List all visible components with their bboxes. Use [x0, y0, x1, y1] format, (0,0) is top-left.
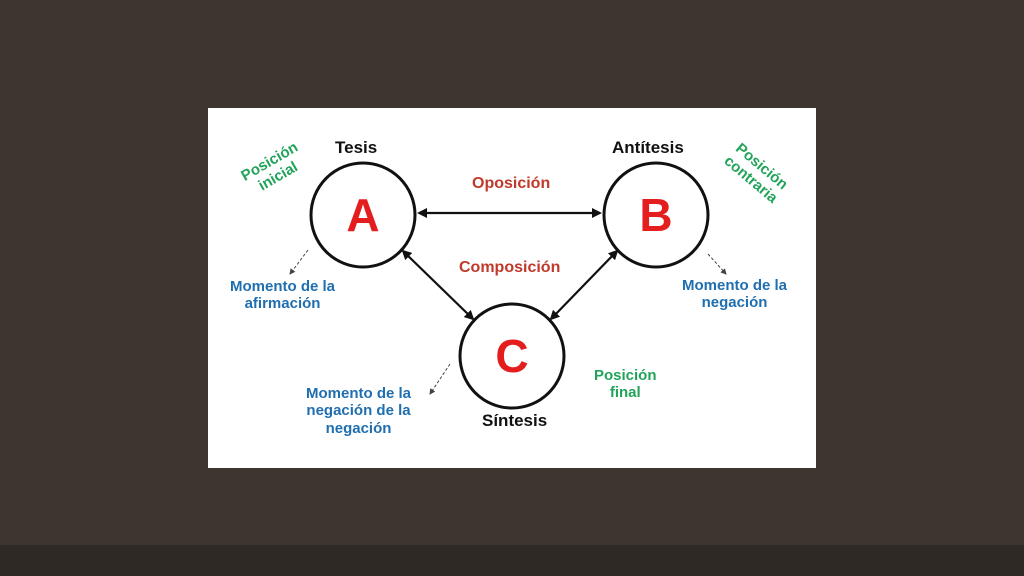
node-c-letter: C: [495, 330, 529, 382]
node-a-circle: [309, 161, 417, 269]
node-b-letter: B: [639, 189, 673, 241]
tesis-label: Tesis: [335, 138, 378, 157]
antitesis-label: Antítesis: [612, 138, 684, 157]
opposition-label: Oposición: [472, 175, 551, 192]
pointer-a: [289, 249, 309, 275]
node-a-letter: A: [346, 189, 380, 241]
diagram-card: A B C Tesis Antítesis Síntesis Oposición…: [208, 108, 816, 468]
node-c-circle: [458, 302, 566, 410]
node-b-circle: [602, 161, 710, 269]
composition-arrow-left: [401, 249, 475, 321]
pointer-c: [429, 363, 451, 395]
composition-label: Composición: [459, 259, 561, 276]
bottom-bar: [0, 545, 1024, 576]
sintesis-label: Síntesis: [482, 411, 548, 430]
composition-arrow-right: [549, 249, 619, 321]
diagram-canvas: [289, 161, 727, 410]
pointer-b: [707, 253, 727, 275]
